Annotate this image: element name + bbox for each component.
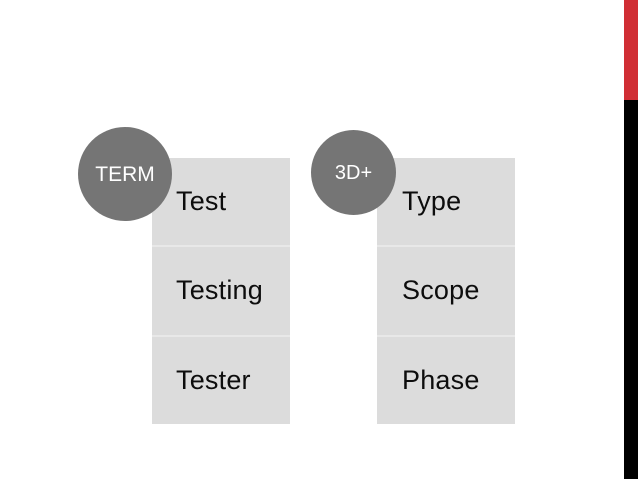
list-item[interactable]: Phase — [377, 334, 515, 424]
header-badge-term: TERM — [78, 127, 172, 221]
edge-accent-bar-black — [624, 100, 638, 479]
list-item-label: Scope — [402, 275, 480, 306]
edge-accent-bar-red — [624, 0, 638, 100]
list-item[interactable]: Type — [377, 158, 515, 245]
list-item-label: Tester — [176, 364, 251, 395]
column-term-panel: Test Testing Tester — [152, 158, 290, 424]
header-badge-3dplus: 3D+ — [311, 130, 396, 215]
list-item[interactable]: Test — [152, 158, 290, 245]
list-item[interactable]: Tester — [152, 334, 290, 424]
header-badge-label: TERM — [95, 162, 155, 186]
list-item-label: Testing — [176, 275, 263, 306]
list-item-label: Test — [176, 186, 227, 217]
list-item[interactable]: Scope — [377, 245, 515, 334]
column-3dplus-panel: Type Scope Phase — [377, 158, 515, 424]
header-badge-label: 3D+ — [334, 161, 373, 184]
list-item-label: Type — [402, 186, 462, 217]
list-item-label: Phase — [402, 364, 480, 395]
list-item[interactable]: Testing — [152, 245, 290, 334]
